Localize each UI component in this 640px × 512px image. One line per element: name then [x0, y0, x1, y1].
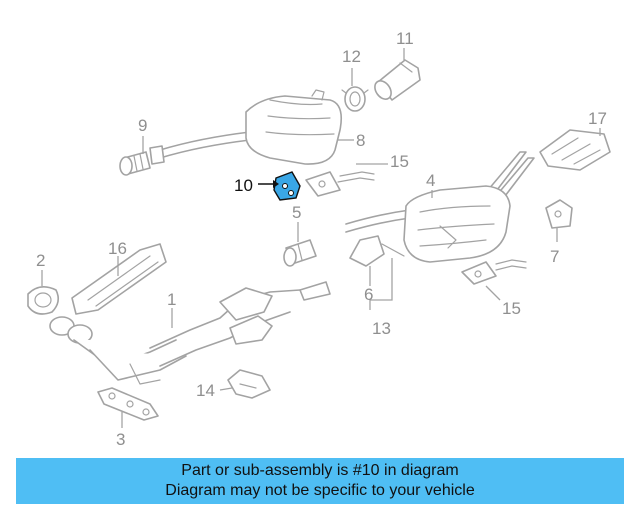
callout-17[interactable]: 17 — [588, 109, 607, 128]
callout-15-lower[interactable]: 15 — [502, 299, 521, 318]
arrow-10-icon — [273, 180, 279, 188]
part-2-gasket[interactable] — [27, 286, 60, 315]
part-7-rubber-mount[interactable] — [545, 199, 573, 229]
banner-line-2: Diagram may not be specific to your vehi… — [165, 482, 475, 499]
callout-5[interactable]: 5 — [292, 203, 301, 222]
part-10-hanger-highlighted[interactable] — [273, 171, 301, 201]
part-3-flange-gasket[interactable] — [97, 387, 159, 421]
callout-11[interactable]: 11 — [396, 29, 414, 48]
callout-1[interactable]: 1 — [167, 290, 176, 309]
banner-line-1: Part or sub-assembly is #10 in diagram — [181, 462, 459, 479]
leader-14 — [219, 387, 233, 391]
callout-10[interactable]: 10 — [234, 176, 253, 195]
callout-6[interactable]: 6 — [364, 285, 373, 304]
part-17-heat-shield[interactable] — [539, 129, 611, 171]
callout-13[interactable]: 13 — [372, 319, 391, 338]
callout-7[interactable]: 7 — [550, 247, 559, 266]
callout-15-upper[interactable]: 15 — [390, 152, 409, 171]
part-14-bracket[interactable] — [227, 369, 271, 399]
callout-12[interactable]: 12 — [342, 47, 361, 66]
part-11-tail-pipe[interactable] — [372, 59, 421, 102]
part-1-front-pipe-catalytic[interactable] — [49, 281, 331, 385]
part-9-inlet-pipe[interactable] — [119, 151, 151, 176]
callout-8[interactable]: 8 — [356, 131, 365, 150]
part-15-upper-bracket[interactable] — [305, 171, 375, 197]
part-info-banner: Part or sub-assembly is #10 in diagram D… — [16, 458, 624, 504]
callout-9[interactable]: 9 — [138, 116, 147, 135]
leader-15b — [485, 285, 501, 301]
part-4-rear-muffler[interactable] — [345, 151, 535, 263]
part-16-heat-shield[interactable] — [71, 243, 167, 315]
part-15-lower-bracket[interactable] — [461, 259, 527, 285]
callout-16[interactable]: 16 — [108, 239, 127, 258]
part-5-connector-pipe[interactable] — [283, 239, 317, 267]
callout-4[interactable]: 4 — [426, 171, 435, 190]
part-12-clamp[interactable] — [341, 86, 369, 112]
callout-3[interactable]: 3 — [116, 430, 125, 449]
part-6-heat-shield[interactable] — [349, 235, 405, 267]
callout-14[interactable]: 14 — [196, 381, 215, 400]
leader-6-13 — [369, 258, 393, 310]
part-8-front-muffler[interactable] — [149, 89, 343, 165]
callout-2[interactable]: 2 — [36, 251, 45, 270]
